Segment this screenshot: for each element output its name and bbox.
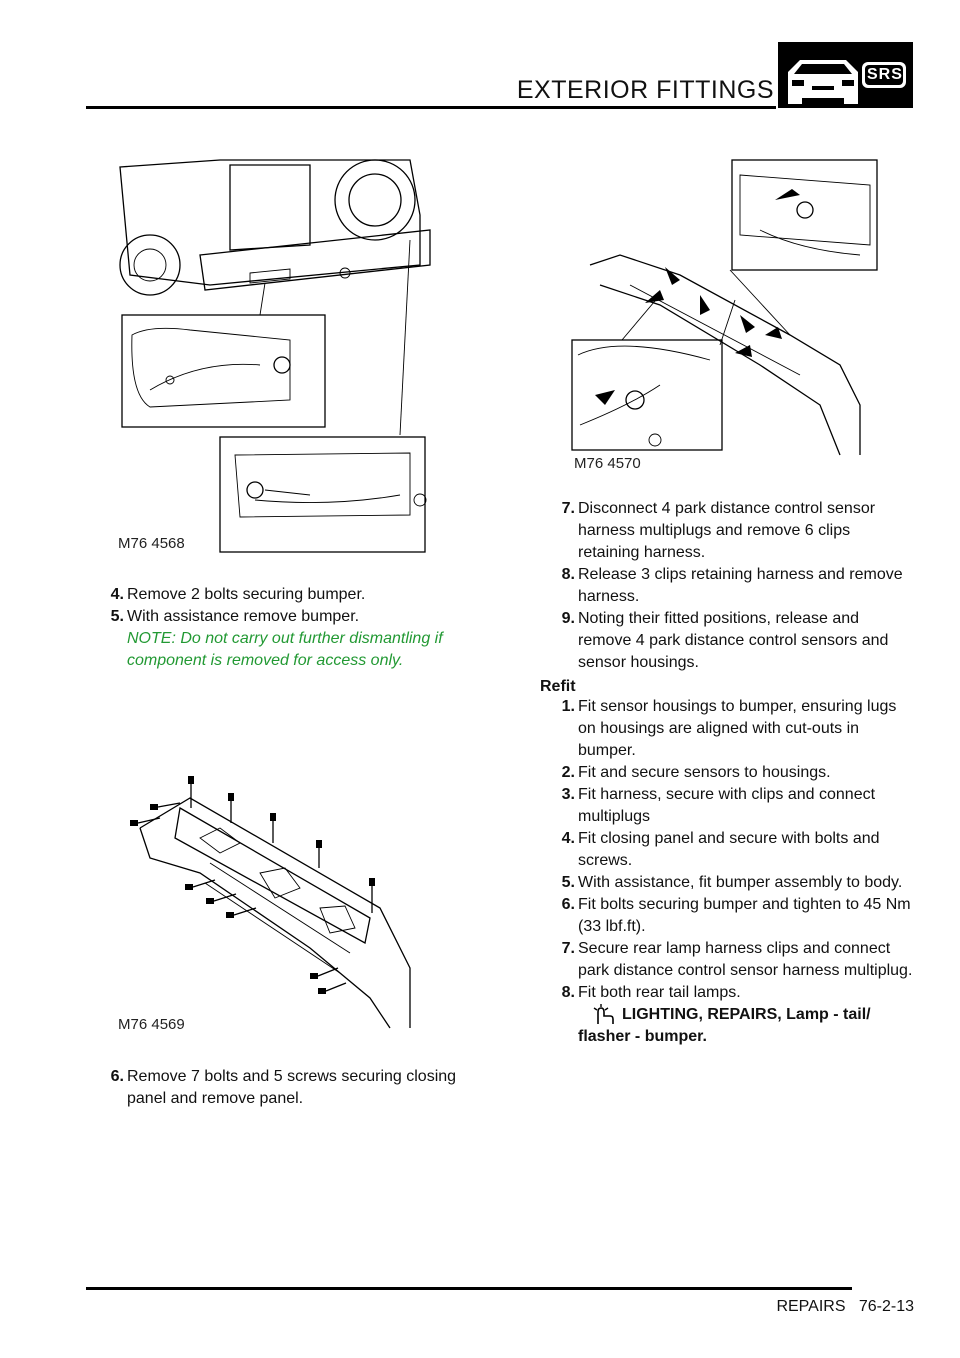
refit-step-7: 7. Secure rear lamp harness clips and co… <box>562 938 913 982</box>
note-block: NOTE: Do not carry out further dismantli… <box>127 628 443 672</box>
note-line: component is removed for access only. <box>127 652 404 669</box>
page-header-title: EXTERIOR FITTINGS <box>516 76 774 104</box>
step-text: With assistance remove bumper. <box>127 608 360 625</box>
step-8: 8. Release 3 clips retaining harness and… <box>562 564 903 608</box>
step-text-line: remove 4 park distance control sensors a… <box>578 632 889 649</box>
step-text-line: Remove 7 bolts and 5 screws securing clo… <box>127 1068 457 1085</box>
step-number: 3. <box>561 786 575 803</box>
step-number: 7. <box>561 940 575 957</box>
step-number: 8. <box>561 984 575 1001</box>
step-number: 1. <box>561 698 575 715</box>
step-4: 4. Remove 2 bolts securing bumper. <box>111 584 366 606</box>
srs-badge: SRS <box>778 42 913 108</box>
step-number: 5. <box>561 874 575 891</box>
step-text-line: multiplugs <box>578 808 651 825</box>
step-number: 5. <box>110 608 124 625</box>
figure-label: M76 4568 <box>118 535 185 552</box>
step-number: 8. <box>561 566 575 583</box>
step-7: 7. Disconnect 4 park distance control se… <box>562 498 876 564</box>
step-text-line: Noting their fitted positions, release a… <box>578 610 860 627</box>
cross-reference-link[interactable]: LIGHTING, REPAIRS, Lamp - tail/ <box>622 1006 871 1023</box>
page-footer: REPAIRS 76-2-13 <box>776 1298 914 1315</box>
step-text-line: bumper. <box>578 742 636 759</box>
closing-panel-bolts-illustration <box>130 776 411 1029</box>
step-number: 4. <box>561 830 575 847</box>
step-text-line: Fit both rear tail lamps. <box>578 984 741 1001</box>
step-text-line: Fit harness, secure with clips and conne… <box>578 786 876 803</box>
refit-step-1: 1. Fit sensor housings to bumper, ensuri… <box>562 696 897 762</box>
step-text-line: park distance control sensor harness mul… <box>578 962 913 979</box>
refit-step-4: 4. Fit closing panel and secure with bol… <box>562 828 880 872</box>
rear-bumper-bolt-illustration <box>119 159 431 553</box>
step-number: 9. <box>561 610 575 627</box>
step-text-line: Fit bolts securing bumper and tighten to… <box>578 896 911 913</box>
refit-step-8: 8. Fit both rear tail lamps. <box>562 982 741 1004</box>
step-text-line: With assistance, fit bumper assembly to … <box>578 874 903 891</box>
figure-label: M76 4569 <box>118 1016 185 1033</box>
step-text-line: screws. <box>578 852 633 869</box>
refit-step-5: 5. With assistance, fit bumper assembly … <box>562 872 903 894</box>
step-text-line: (33 lbf.ft). <box>578 918 646 935</box>
figure-m76-4569: M76 4569 <box>110 768 420 1038</box>
step-text-line: panel and remove panel. <box>127 1090 304 1107</box>
step-text-line: on housings are aligned with cut-outs in <box>578 720 860 737</box>
cross-reference-link-continued[interactable]: flasher - bumper. <box>578 1028 707 1045</box>
refit-step-6: 6. Fit bolts securing bumper and tighten… <box>562 894 911 938</box>
step-text-line: Disconnect 4 park distance control senso… <box>578 500 876 517</box>
figure-m76-4568: M76 4568 <box>110 155 440 555</box>
step-number: 6. <box>561 896 575 913</box>
step-text-line: sensor housings. <box>578 654 699 671</box>
park-distance-sensor-illustration <box>571 159 878 456</box>
step-number: 4. <box>110 586 124 603</box>
step-text-line: Fit and secure sensors to housings. <box>578 764 831 781</box>
step-text-line: retaining harness. <box>578 544 706 561</box>
footer-rule <box>86 1287 852 1290</box>
figure-m76-4570: M76 4570 <box>560 155 880 475</box>
srs-badge-label: SRS <box>867 66 903 83</box>
step-text-line: harness multiplugs and remove 6 clips <box>578 522 851 539</box>
figure-label: M76 4570 <box>574 455 641 472</box>
header-rule <box>86 106 776 109</box>
step-text-line: Fit sensor housings to bumper, ensuring … <box>578 698 897 715</box>
step-number: 6. <box>110 1068 124 1085</box>
step-6: 6. Remove 7 bolts and 5 screws securing … <box>111 1066 457 1110</box>
refit-step-3: 3. Fit harness, secure with clips and co… <box>562 784 876 828</box>
refit-heading: Refit <box>540 678 576 695</box>
step-text-line: Release 3 clips retaining harness and re… <box>578 566 903 583</box>
step-text: Remove 2 bolts securing bumper. <box>127 586 366 603</box>
step-9: 9. Noting their fitted positions, releas… <box>562 608 889 674</box>
refit-step-2: 2. Fit and secure sensors to housings. <box>562 762 831 784</box>
note-line: NOTE: Do not carry out further dismantli… <box>127 630 443 647</box>
step-text-line: harness. <box>578 588 640 605</box>
car-airbag-icon <box>788 60 906 104</box>
step-number: 2. <box>561 764 575 781</box>
step-text-line: Secure rear lamp harness clips and conne… <box>578 940 891 957</box>
step-text-line: Fit closing panel and secure with bolts … <box>578 830 880 847</box>
step-5: 5. With assistance remove bumper. <box>111 606 360 628</box>
step-number: 7. <box>561 500 575 517</box>
